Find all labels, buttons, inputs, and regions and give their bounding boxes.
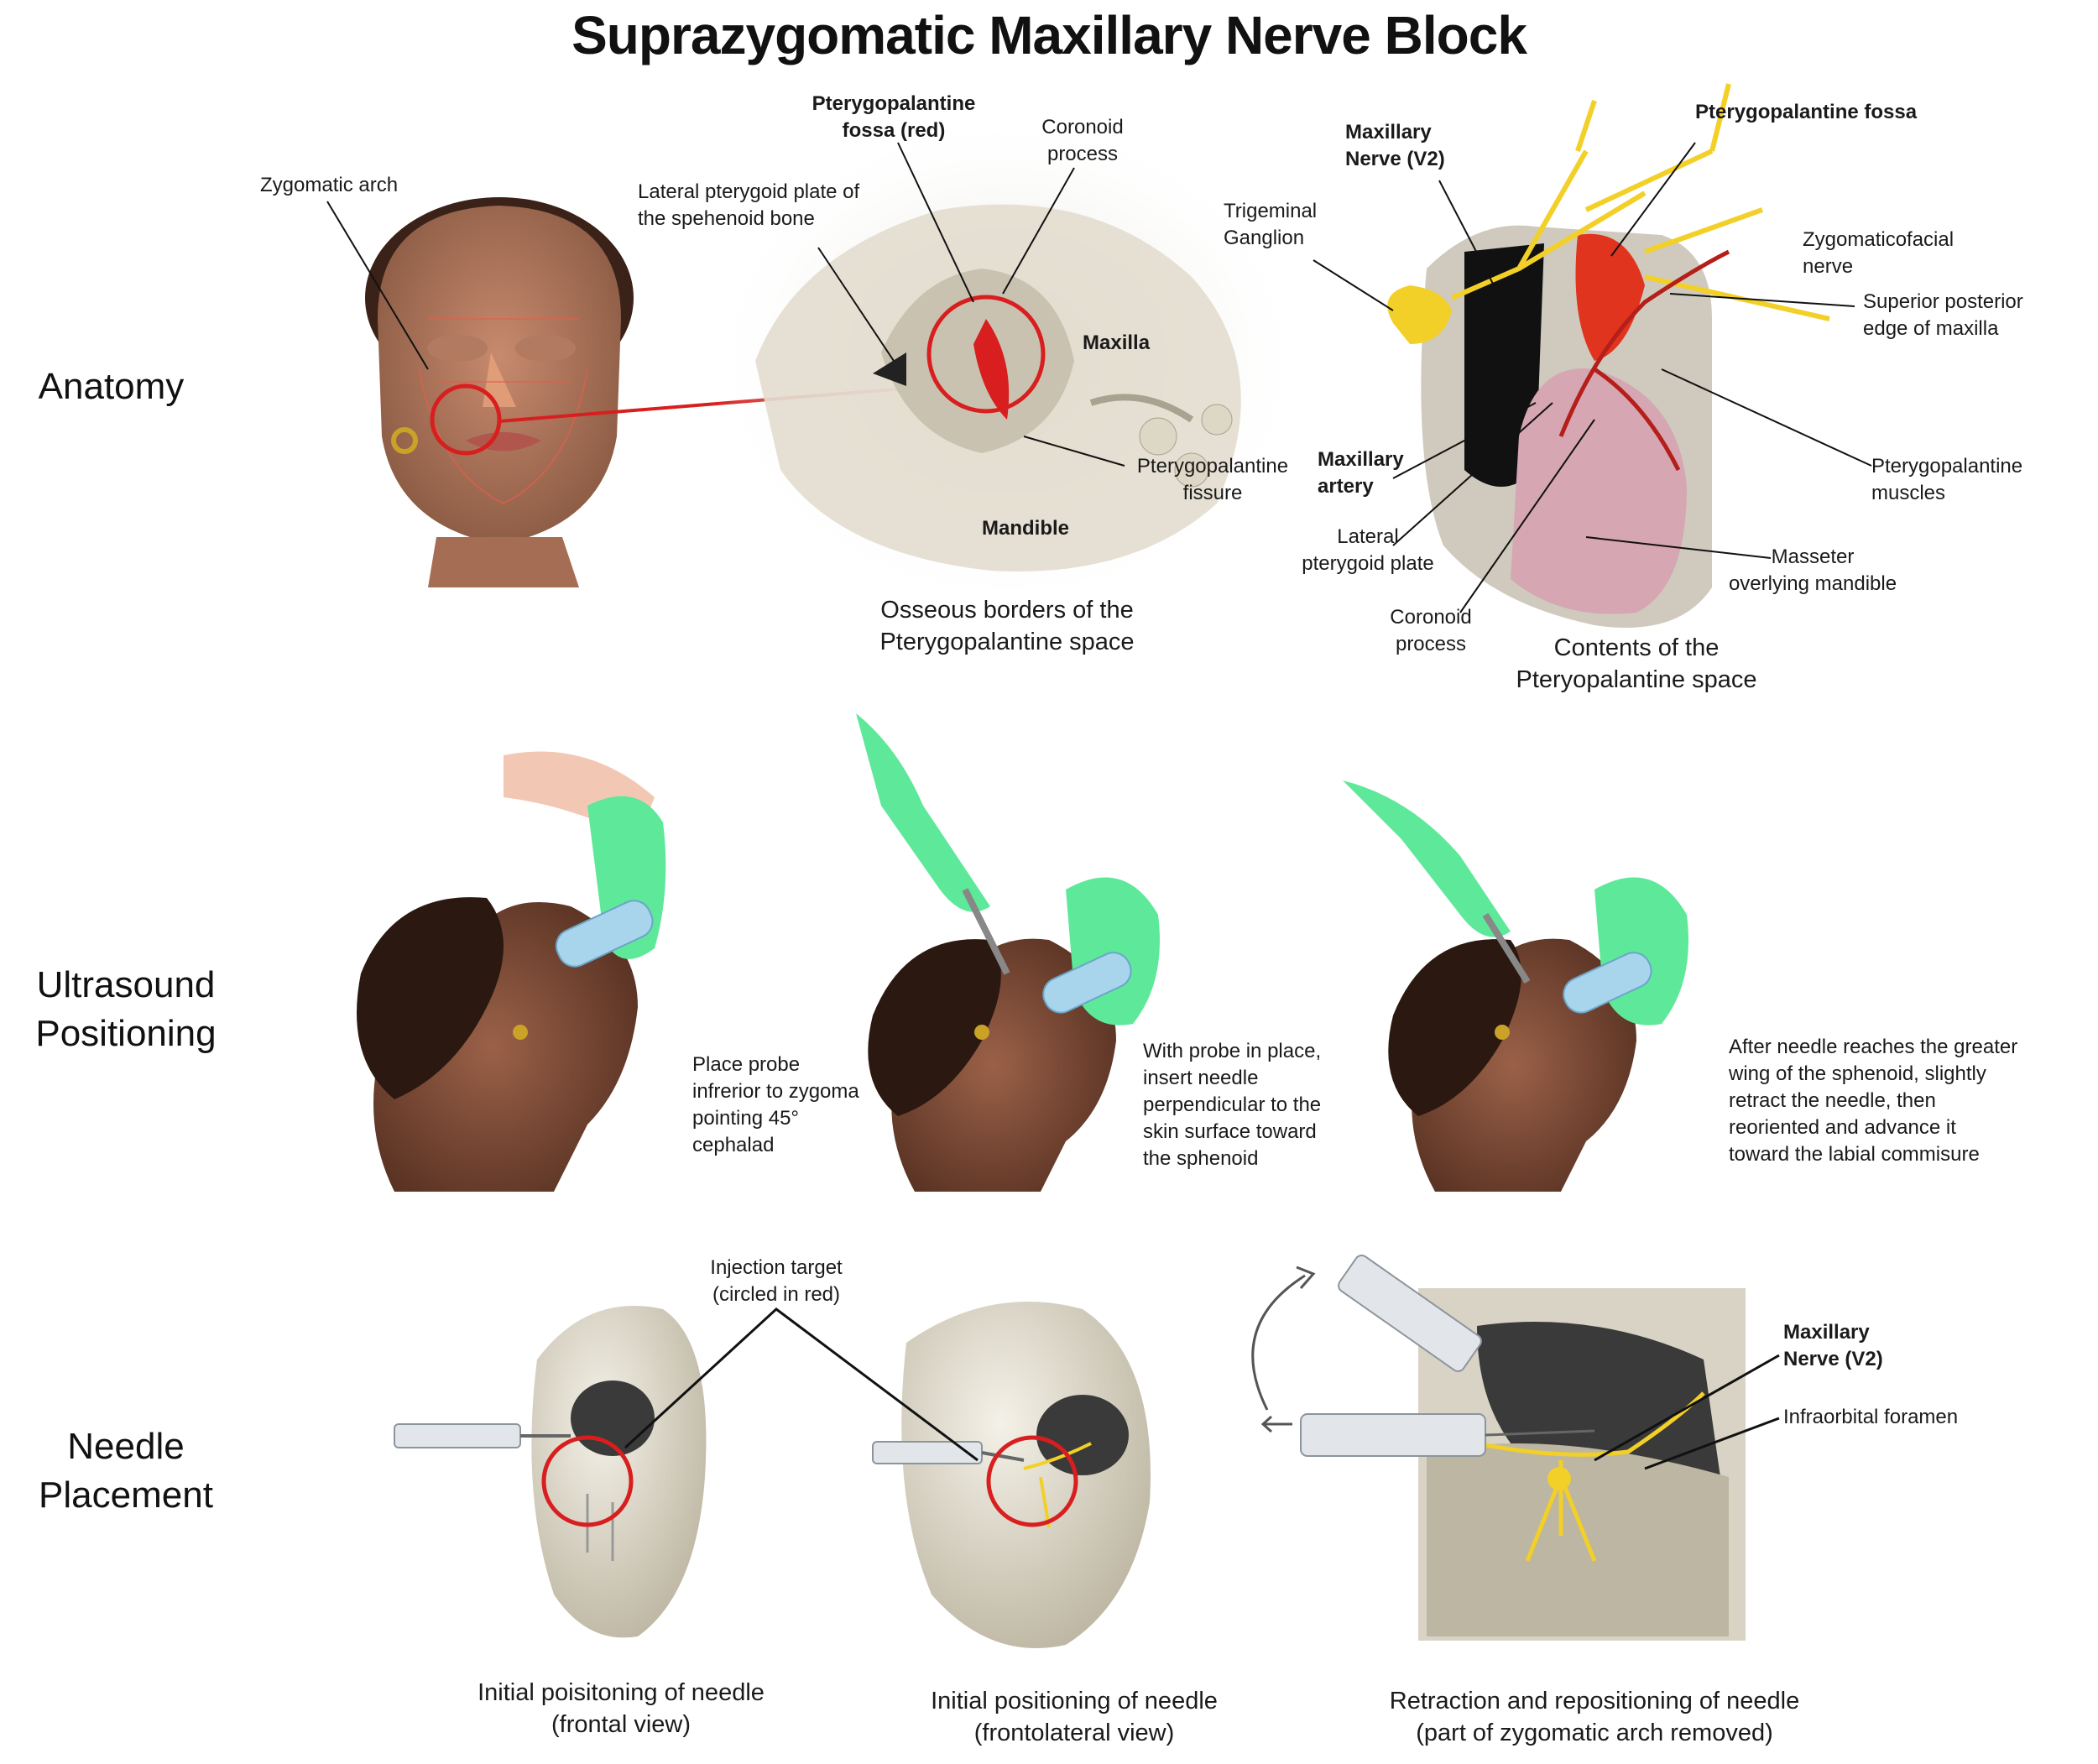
needle-leader-lines xyxy=(624,1307,1780,1470)
ultrasound-step-3: After needle reaches the greater wing of… xyxy=(1729,1036,2018,1166)
label-contents-fossa: Pterygopalantine fossa xyxy=(1695,101,1918,123)
label-needle-maxillary-nerve: Maxillary Nerve (V2) xyxy=(1783,1321,1883,1370)
label-maxilla: Maxilla xyxy=(1083,331,1151,354)
label-lateral-pterygoid: Lateral pterygoid plate xyxy=(1302,525,1434,575)
label-maxillary-nerve-v2: Maxillary Nerve (V2) xyxy=(1345,121,1445,170)
label-trigeminal-ganglion: Trigeminal Ganglion xyxy=(1224,200,1318,249)
label-masseter: Masseter overlying mandible xyxy=(1728,545,1897,595)
ultrasound-figure-2 xyxy=(856,713,1160,1192)
needle-figure-frontal xyxy=(394,1306,707,1638)
label-pterygopalatine-fissure: Pterygopalantine fissure xyxy=(1136,455,1289,504)
row-label-needle: Needle Placement xyxy=(39,1426,213,1516)
ultrasound-step-2: With probe in place, insert needle perpe… xyxy=(1143,1040,1322,1170)
caption-needle-frontolateral: Initial positioning of needle (frontolat… xyxy=(931,1688,1218,1746)
row-label-ultrasound: Ultrasound Positioning xyxy=(35,964,217,1054)
needle-figure-frontolateral xyxy=(872,1302,1151,1648)
ultrasound-figure-3 xyxy=(1343,780,1688,1192)
caption-needle-retraction: Retraction and repositioning of needle (… xyxy=(1389,1688,1800,1746)
label-pterygopalatine-fossa: Pterygopalantine fossa (red) xyxy=(812,92,976,142)
row-label-anatomy: Anatomy xyxy=(38,366,185,407)
label-injection-target: Injection target (circled in red) xyxy=(710,1256,843,1306)
label-mandible: Mandible xyxy=(982,517,1070,540)
label-pterygopalatine-muscles: Pterygopalantine muscles xyxy=(1871,455,2023,504)
caption-needle-frontal: Initial poisitoning of needle (frontal v… xyxy=(478,1679,765,1738)
needle-figure-retraction xyxy=(1251,1255,1746,1641)
label-infraorbital-foramen: Infraorbital foramen xyxy=(1783,1406,1959,1428)
anatomy-leader-lines xyxy=(326,142,1872,613)
label-zygomatic-arch: Zygomatic arch xyxy=(260,174,399,196)
page-title: Suprazygomatic Maxillary Nerve Block xyxy=(571,5,1527,65)
caption-osseous-borders: Osseous borders of the Pterygopalantine … xyxy=(879,597,1135,655)
ultrasound-step-1: Place probe infrerior to zygoma pointing… xyxy=(692,1053,859,1156)
caption-contents: Contents of the Pteryopalantine space xyxy=(1516,634,1757,693)
label-contents-coronoid: Coronoid process xyxy=(1390,606,1472,655)
label-lateral-pterygoid-plate: Lateral pterygoid plate of the spehenoid… xyxy=(638,180,860,230)
label-superior-posterior-edge: Superior posterior edge of maxilla xyxy=(1863,290,2023,340)
contents-illustration xyxy=(1387,83,1830,628)
label-zygomaticofacial-nerve: Zygomaticofacial nerve xyxy=(1803,228,1954,278)
label-coronoid-process: Coronoid process xyxy=(1041,116,1124,165)
ultrasound-figure-1 xyxy=(357,751,666,1192)
osseous-skull-illustration xyxy=(705,109,1309,613)
face-illustration xyxy=(365,197,634,587)
label-maxillary-artery: Maxillary artery xyxy=(1318,448,1404,498)
